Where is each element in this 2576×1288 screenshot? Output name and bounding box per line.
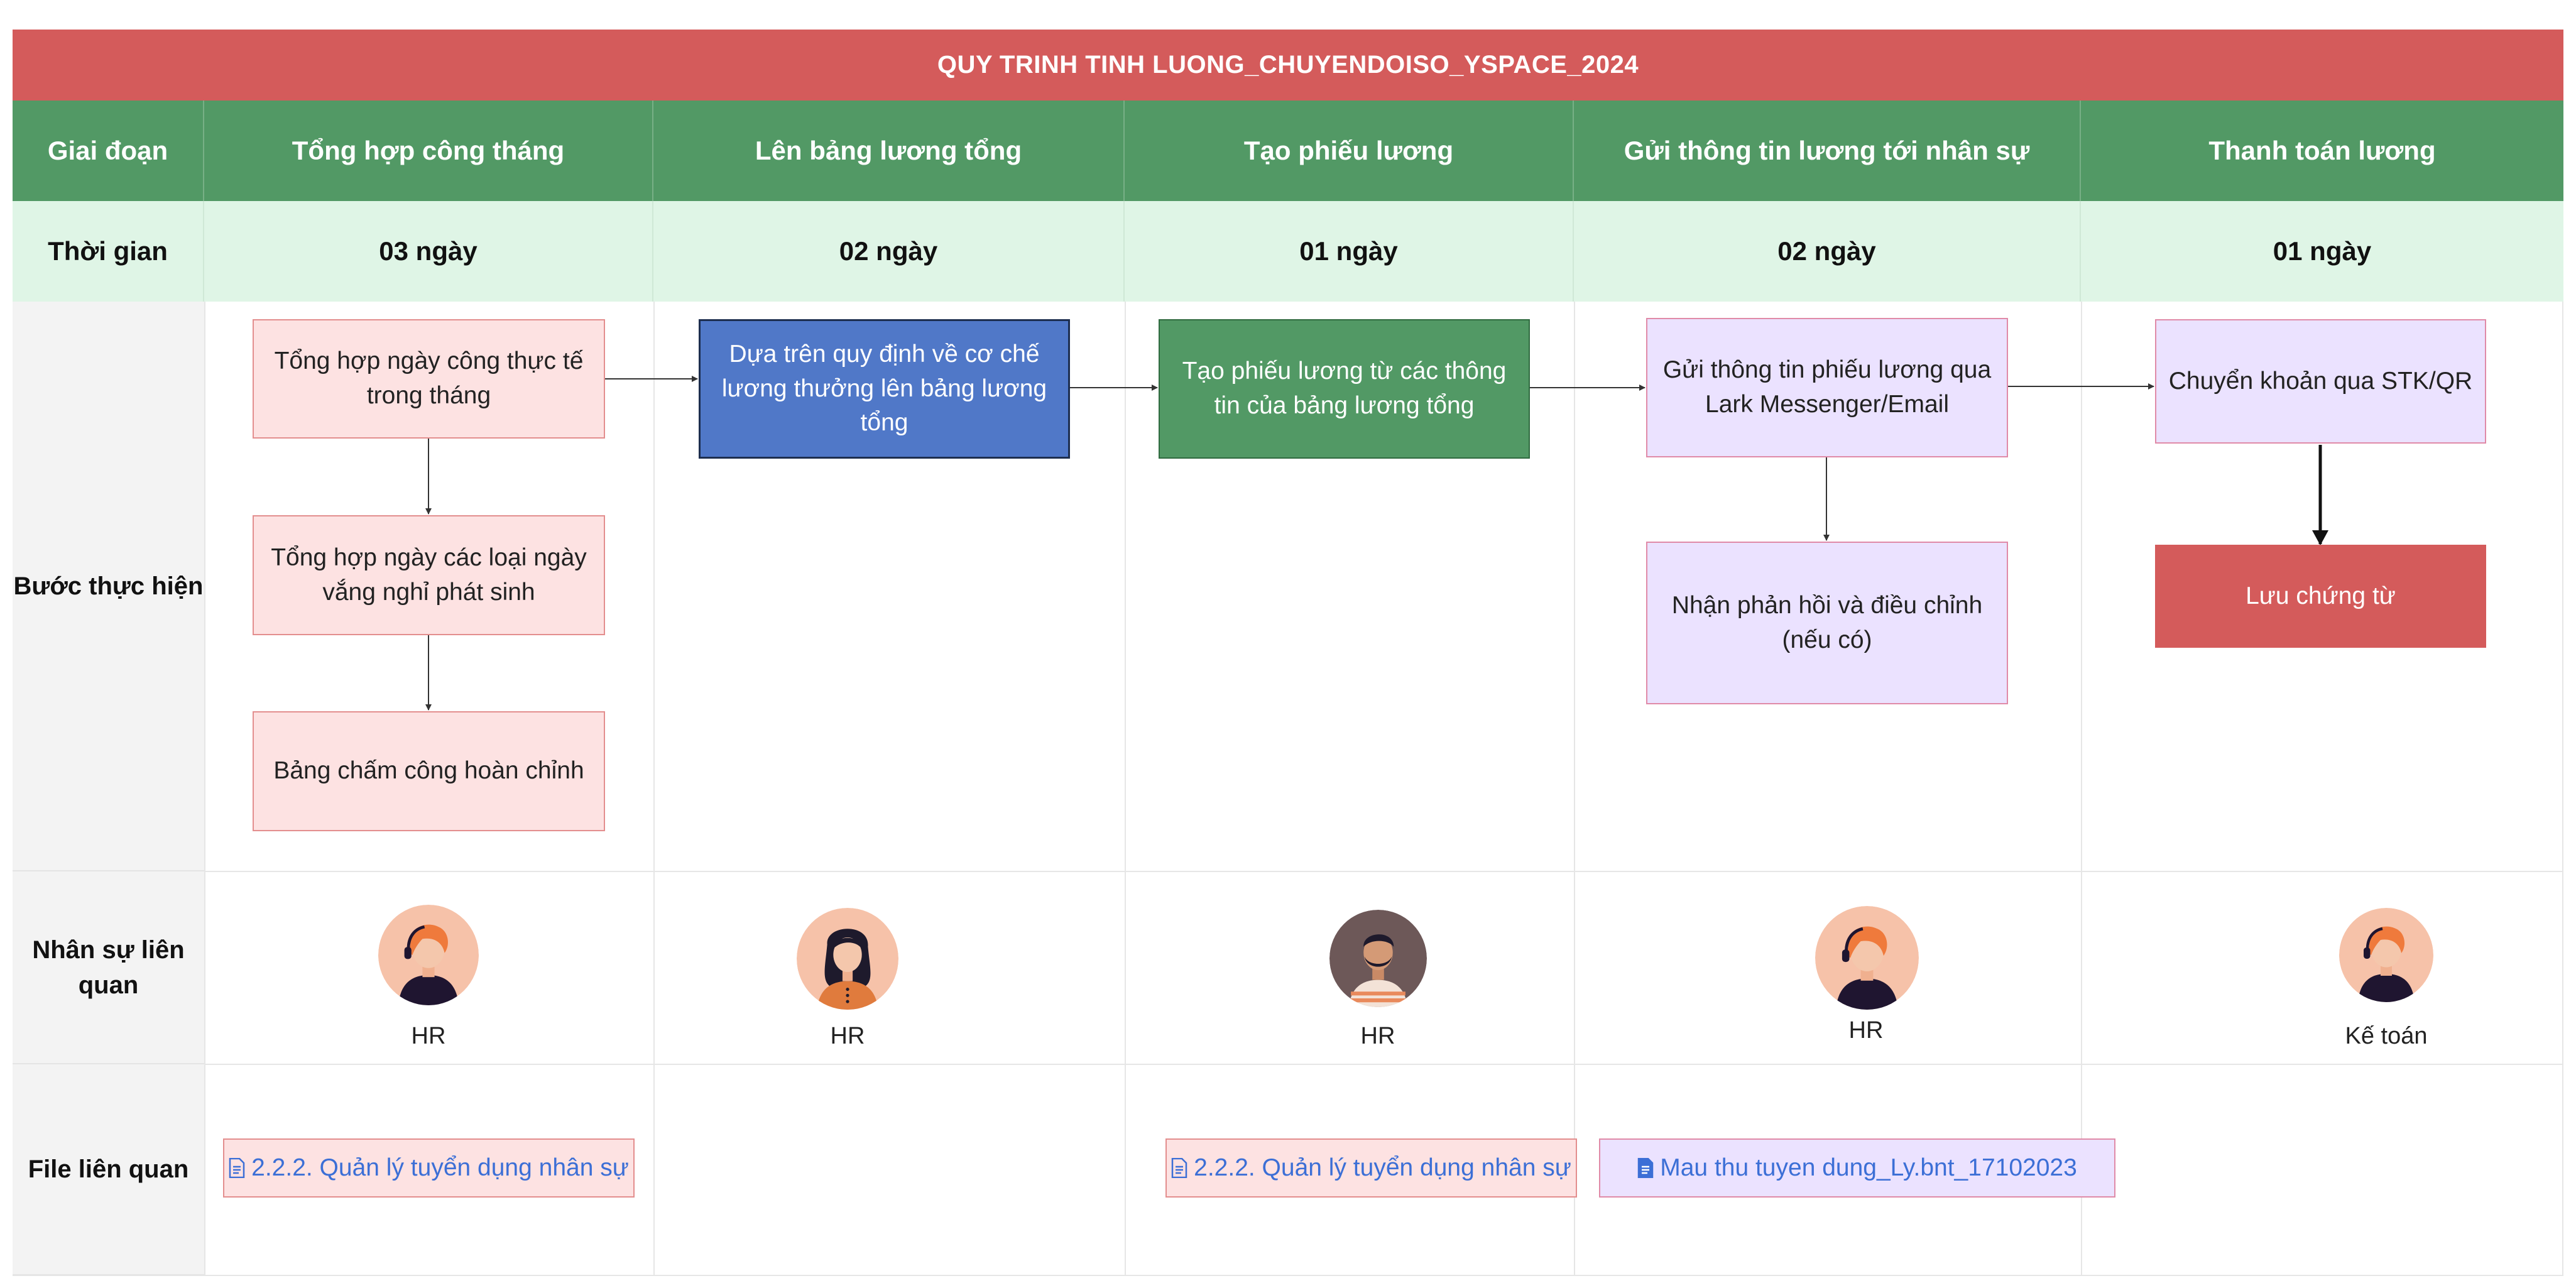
stage-header-1: Tổng hợp công tháng bbox=[204, 101, 653, 201]
file-link-3[interactable]: Mau thu tuyen dung_Ly.bnt_17102023 bbox=[1599, 1138, 2115, 1198]
step-box-s3a[interactable]: Tạo phiếu lương từ các thông tin của bản… bbox=[1159, 319, 1530, 459]
grid-line bbox=[2081, 302, 2082, 1275]
row-label-phase: Giai đoạn bbox=[13, 101, 204, 201]
document-icon bbox=[229, 1158, 245, 1178]
step-box-s1c[interactable]: Bảng chấm công hoàn chỉnh bbox=[253, 711, 605, 831]
step-box-s4a[interactable]: Gửi thông tin phiếu lương qua Lark Messe… bbox=[1646, 318, 2008, 457]
person-role-5: Kế toán bbox=[2345, 1023, 2428, 1049]
stage-duration-2: 02 ngày bbox=[653, 201, 1125, 302]
avatar-redhead-headset-icon bbox=[1815, 906, 1919, 1010]
page-title: QUY TRINH TINH LUONG_CHUYENDOISO_YSPACE_… bbox=[13, 30, 2563, 101]
step-box-s5b[interactable]: Lưu chứng từ bbox=[2155, 545, 2486, 648]
grid-line bbox=[204, 302, 205, 1275]
stage-duration-5: 01 ngày bbox=[2081, 201, 2563, 302]
avatar-redhead-headset-icon bbox=[378, 905, 479, 1005]
stage-duration-3: 01 ngày bbox=[1125, 201, 1574, 302]
avatar-redhead-headset-icon bbox=[2339, 908, 2433, 1002]
stage-duration-1: 03 ngày bbox=[204, 201, 653, 302]
grid-line bbox=[1574, 302, 1575, 1275]
file-link-label: 2.2.2. Quản lý tuyển dụng nhân sự bbox=[1194, 1154, 1571, 1181]
grid-line bbox=[204, 1064, 2563, 1065]
stage-header-2: Lên bảng lương tổng bbox=[653, 101, 1125, 201]
document-icon bbox=[1637, 1158, 1654, 1178]
avatar-woman-dark-hair-icon bbox=[797, 908, 898, 1010]
grid-line bbox=[204, 871, 2563, 872]
row-label-people: Nhân sự liên quan bbox=[13, 871, 204, 1064]
step-box-s1b[interactable]: Tổng hợp ngày các loại ngày vắng nghỉ ph… bbox=[253, 515, 605, 635]
grid-line bbox=[1125, 302, 1126, 1275]
stage-duration-4: 02 ngày bbox=[1574, 201, 2081, 302]
file-link-label: Mau thu tuyen dung_Ly.bnt_17102023 bbox=[1660, 1154, 2077, 1181]
grid-line bbox=[653, 302, 655, 1275]
step-box-s5a[interactable]: Chuyển khoản qua STK/QR bbox=[2155, 319, 2486, 444]
row-label-files: File liên quan bbox=[13, 1064, 204, 1275]
grid-line bbox=[2562, 302, 2563, 1275]
person-role-1: HR bbox=[411, 1023, 446, 1049]
avatar-man-beard-icon bbox=[1329, 910, 1427, 1007]
step-box-s2a[interactable]: Dựa trên quy định về cơ chế lương thưởng… bbox=[699, 319, 1070, 459]
stage-header-5: Thanh toán lương bbox=[2081, 101, 2563, 201]
step-box-s1a[interactable]: Tổng hợp ngày công thực tế trong tháng bbox=[253, 319, 605, 439]
file-link-2[interactable]: 2.2.2. Quản lý tuyển dụng nhân sự bbox=[1165, 1138, 1577, 1198]
stage-header-3: Tạo phiếu lương bbox=[1125, 101, 1574, 201]
stage-header-4: Gửi thông tin lương tới nhân sự bbox=[1574, 101, 2081, 201]
step-box-s4b[interactable]: Nhận phản hồi và điều chỉnh (nếu có) bbox=[1646, 542, 2008, 704]
file-link-1[interactable]: 2.2.2. Quản lý tuyển dụng nhân sự bbox=[223, 1138, 635, 1198]
row-label-time: Thời gian bbox=[13, 201, 204, 302]
grid-line bbox=[13, 1275, 2563, 1276]
document-icon bbox=[1171, 1158, 1187, 1178]
person-role-3: HR bbox=[1360, 1023, 1395, 1049]
file-link-label: 2.2.2. Quản lý tuyển dụng nhân sự bbox=[251, 1154, 629, 1181]
row-label-steps: Bước thực hiện bbox=[13, 302, 204, 871]
person-role-4: HR bbox=[1848, 1017, 1884, 1044]
person-role-2: HR bbox=[830, 1023, 865, 1049]
